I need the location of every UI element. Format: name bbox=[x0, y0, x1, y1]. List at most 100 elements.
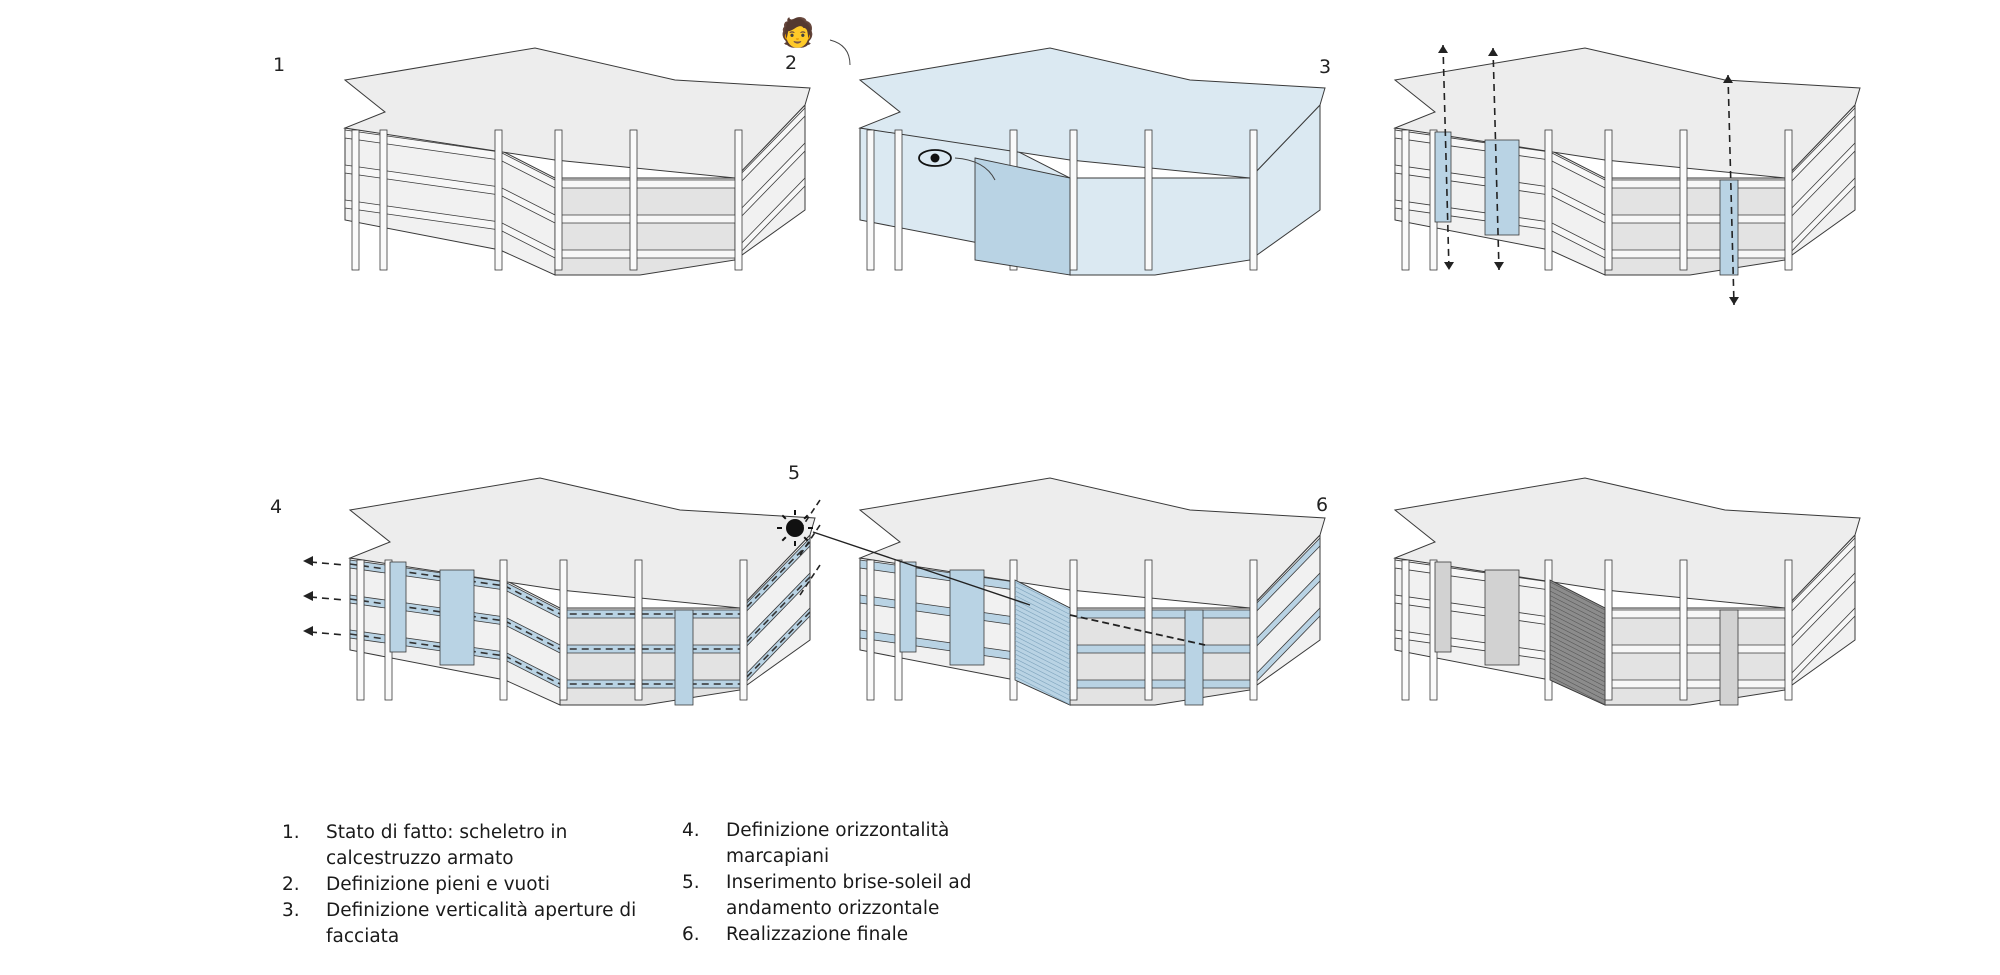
brise-soleil-slat bbox=[1014, 590, 1071, 620]
panel-2-solids-voids: 🧑 bbox=[780, 15, 1415, 390]
column bbox=[1249, 559, 1258, 701]
vertical-opening bbox=[674, 609, 694, 706]
brise-soleil-slat bbox=[1549, 658, 1606, 687]
column bbox=[1679, 129, 1688, 271]
step-number-4: 4 bbox=[270, 496, 283, 518]
building-drawing bbox=[343, 47, 811, 276]
brise-soleil-slat bbox=[1014, 599, 1071, 629]
legend-item-4: 4. Definizione orizzontalità marcapiani bbox=[682, 818, 971, 870]
legend-item-3: 3.Definizione verticalità aperture di fa… bbox=[282, 898, 636, 950]
column bbox=[356, 559, 365, 701]
legend-column-1: 1.Stato di fatto: scheletro in calcestru… bbox=[282, 820, 636, 950]
building-drawing bbox=[303, 477, 821, 706]
sun-ray bbox=[781, 536, 787, 542]
column bbox=[1784, 129, 1793, 271]
brise-soleil-slat bbox=[1014, 676, 1071, 705]
brise-soleil-slat bbox=[1014, 595, 1071, 624]
building-drawing bbox=[1393, 44, 1861, 306]
brise-soleil-slat bbox=[1549, 604, 1606, 633]
brise-soleil-slat bbox=[1549, 662, 1606, 692]
brise-soleil-slat bbox=[1014, 653, 1071, 683]
brise-soleil-slat bbox=[1549, 613, 1606, 642]
vertical-opening bbox=[389, 561, 407, 653]
legend-number: 2. bbox=[282, 874, 300, 895]
legend-number: 4. bbox=[682, 820, 700, 841]
brise-soleil-slat bbox=[1549, 653, 1606, 683]
shadow-line bbox=[1069, 614, 1206, 646]
legend-number: 1. bbox=[282, 822, 300, 843]
brise-soleil-slat bbox=[1549, 635, 1606, 665]
brise-soleil-slat bbox=[1549, 617, 1606, 647]
column bbox=[494, 129, 503, 271]
brise-soleil-slat bbox=[1549, 631, 1606, 660]
building-drawing: 🧑 bbox=[780, 15, 1326, 276]
brise-soleil-slat bbox=[1014, 635, 1071, 665]
step-number-1: 1 bbox=[273, 54, 286, 76]
brise-soleil-slat bbox=[1014, 581, 1071, 611]
column bbox=[1401, 129, 1410, 271]
brise-soleil-slat bbox=[1014, 626, 1071, 656]
floor-band bbox=[344, 177, 806, 259]
brise-soleil-slat bbox=[1549, 671, 1606, 701]
brise-soleil-slat bbox=[1549, 599, 1606, 629]
brise-soleil-slat bbox=[1014, 667, 1071, 696]
brise-soleil-slat bbox=[1014, 604, 1071, 633]
balcony-block bbox=[974, 157, 1071, 276]
column bbox=[1144, 559, 1153, 701]
diagonal-arrow bbox=[799, 499, 821, 531]
brise-soleil-slat bbox=[1549, 644, 1606, 674]
step-number-3: 3 bbox=[1319, 56, 1332, 78]
vertical-opening bbox=[899, 561, 917, 653]
front-facade bbox=[1069, 177, 1251, 276]
vertical-opening bbox=[1484, 139, 1520, 236]
column bbox=[1069, 559, 1078, 701]
brise-soleil-slat bbox=[1014, 644, 1071, 674]
panel-3-vertical-openings bbox=[1390, 44, 1950, 390]
column bbox=[1249, 129, 1258, 271]
column bbox=[894, 129, 903, 271]
building-drawing bbox=[1393, 477, 1861, 706]
brise-soleil-slat bbox=[1549, 590, 1606, 620]
brise-soleil-slat bbox=[1549, 626, 1606, 656]
sun-ray bbox=[781, 514, 787, 520]
legend-item-6: 6.Realizzazione finale bbox=[682, 922, 971, 948]
brise-soleil-slat bbox=[1014, 662, 1071, 692]
vertical-opening bbox=[1484, 569, 1520, 666]
sun-disc bbox=[786, 519, 804, 537]
column bbox=[351, 129, 360, 271]
brise-soleil-slat bbox=[1549, 586, 1606, 615]
step-number-2: 2 bbox=[785, 52, 798, 74]
brise-soleil-slat bbox=[1549, 595, 1606, 624]
step-number-5: 5 bbox=[788, 462, 801, 484]
brise-soleil-slat bbox=[1549, 622, 1606, 651]
eye-outline bbox=[918, 149, 952, 167]
front-facade bbox=[1604, 607, 1786, 706]
column bbox=[634, 559, 643, 701]
brise-soleil-slat bbox=[1549, 640, 1606, 669]
brise-soleil-slat bbox=[1014, 640, 1071, 669]
legend-text: Inserimento brise-soleil ad andamento or… bbox=[726, 872, 972, 919]
arrow-head bbox=[303, 591, 313, 601]
legend-column-2: 4. Definizione orizzontalità marcapiani 5… bbox=[682, 818, 971, 948]
vertical-arrow bbox=[1492, 47, 1500, 271]
arrow-head bbox=[1438, 45, 1448, 53]
vertical-opening bbox=[1719, 179, 1739, 276]
pointer-arrow bbox=[829, 39, 851, 66]
column bbox=[1604, 129, 1613, 271]
legend-number: 5. bbox=[682, 872, 700, 893]
column bbox=[1604, 559, 1613, 701]
legend-text: Realizzazione finale bbox=[726, 924, 909, 945]
vertical-opening bbox=[1434, 561, 1452, 653]
diagonal-arrow bbox=[799, 524, 821, 556]
arrow-head bbox=[1494, 262, 1504, 270]
front-facade bbox=[1604, 177, 1786, 276]
vertical-opening bbox=[1434, 131, 1452, 223]
front-facade bbox=[554, 177, 736, 276]
legend-item-2: 2.Definizione pieni e vuoti bbox=[282, 872, 636, 898]
eye-icon bbox=[918, 149, 952, 167]
legend-text: Definizione orizzontalità marcapiani bbox=[726, 820, 950, 867]
brise-soleil-slat bbox=[1014, 613, 1071, 642]
brise-soleil-slat bbox=[1014, 608, 1071, 638]
eye-pupil bbox=[930, 153, 940, 163]
diagonal-arrow bbox=[799, 564, 821, 596]
